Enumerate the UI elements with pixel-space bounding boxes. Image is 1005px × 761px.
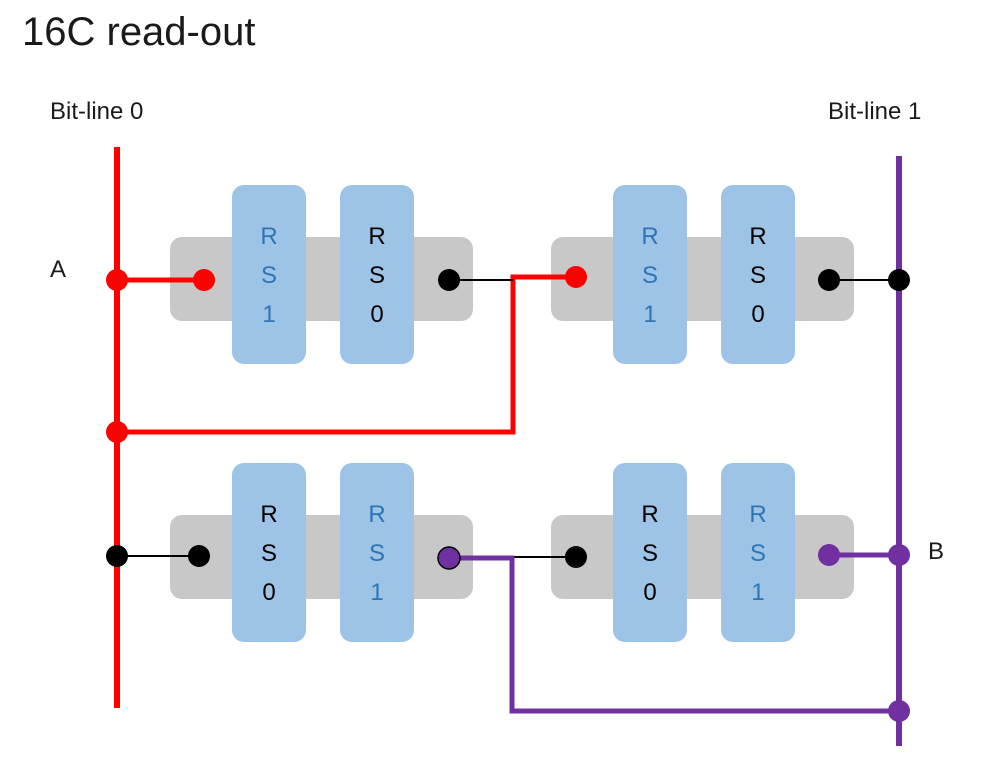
gate-block — [340, 185, 414, 364]
red-wire-loop — [117, 274, 576, 435]
bit-line-1-label: Bit-line 1 — [828, 98, 922, 125]
node-dot — [888, 544, 910, 566]
gate-label-char: S — [642, 262, 658, 289]
gate-label-char: R — [749, 223, 766, 250]
gate-block — [232, 463, 306, 642]
gate-label-char: 1 — [370, 579, 383, 606]
gate-label-char: R — [368, 501, 385, 528]
diagram-title: 16C read-out — [22, 10, 256, 54]
node-dot — [193, 269, 215, 291]
gate-label-char: 1 — [643, 301, 656, 328]
gate-label-char: R — [368, 223, 385, 250]
gate-block — [232, 185, 306, 364]
node-dot — [888, 269, 910, 291]
gate-label-char: S — [261, 540, 277, 567]
cell-bottom-left — [170, 515, 473, 599]
node-dot — [888, 700, 910, 722]
cell-body — [170, 237, 473, 321]
gate-block — [721, 463, 795, 642]
gate-label-char: R — [260, 501, 277, 528]
node-dot — [565, 546, 587, 568]
cell-body — [551, 237, 854, 321]
cell-body — [551, 515, 854, 599]
gate-label-char: R — [641, 223, 658, 250]
node-dot — [106, 421, 128, 443]
gate-block — [340, 463, 414, 642]
gate-label-char: 1 — [262, 301, 275, 328]
cell-body — [170, 515, 473, 599]
bit-line-0-label: Bit-line 0 — [50, 98, 144, 125]
gate-label-char: 0 — [643, 579, 656, 606]
gate-label-char: 0 — [262, 579, 275, 606]
node-dot — [818, 544, 840, 566]
gate-label-char: S — [750, 262, 766, 289]
gate-label-char: S — [369, 262, 385, 289]
cell-top-left — [170, 237, 473, 321]
gate-label-char: S — [369, 540, 385, 567]
node-b-label: B — [928, 538, 945, 565]
node-dot — [438, 269, 460, 291]
node-a-label: A — [50, 256, 67, 283]
gate-label-char: R — [641, 501, 658, 528]
gate-label-char: S — [642, 540, 658, 567]
gate-label-char: S — [261, 262, 277, 289]
node-dot — [437, 546, 461, 570]
gate-block — [613, 185, 687, 364]
gate-block — [721, 185, 795, 364]
node-dot — [818, 269, 840, 291]
node-dot — [188, 545, 210, 567]
gate-label-char: S — [750, 540, 766, 567]
cell-bottom-right — [551, 515, 854, 599]
gate-label-char: 0 — [370, 301, 383, 328]
node-dot — [106, 269, 128, 291]
node-dot — [106, 545, 128, 567]
gate-labels: R S 1 R S 0 R S 1 R S 0 R S 0 R S 1 R S … — [260, 223, 766, 606]
gate-block — [613, 463, 687, 642]
gate-group — [232, 185, 795, 642]
gate-label-char: 1 — [751, 579, 764, 606]
node-dot — [565, 266, 587, 288]
gate-label-char: R — [749, 501, 766, 528]
gate-label-char: R — [260, 223, 277, 250]
cell-top-right — [551, 237, 854, 321]
gate-label-char: 0 — [751, 301, 764, 328]
purple-wire-loop — [449, 555, 899, 714]
